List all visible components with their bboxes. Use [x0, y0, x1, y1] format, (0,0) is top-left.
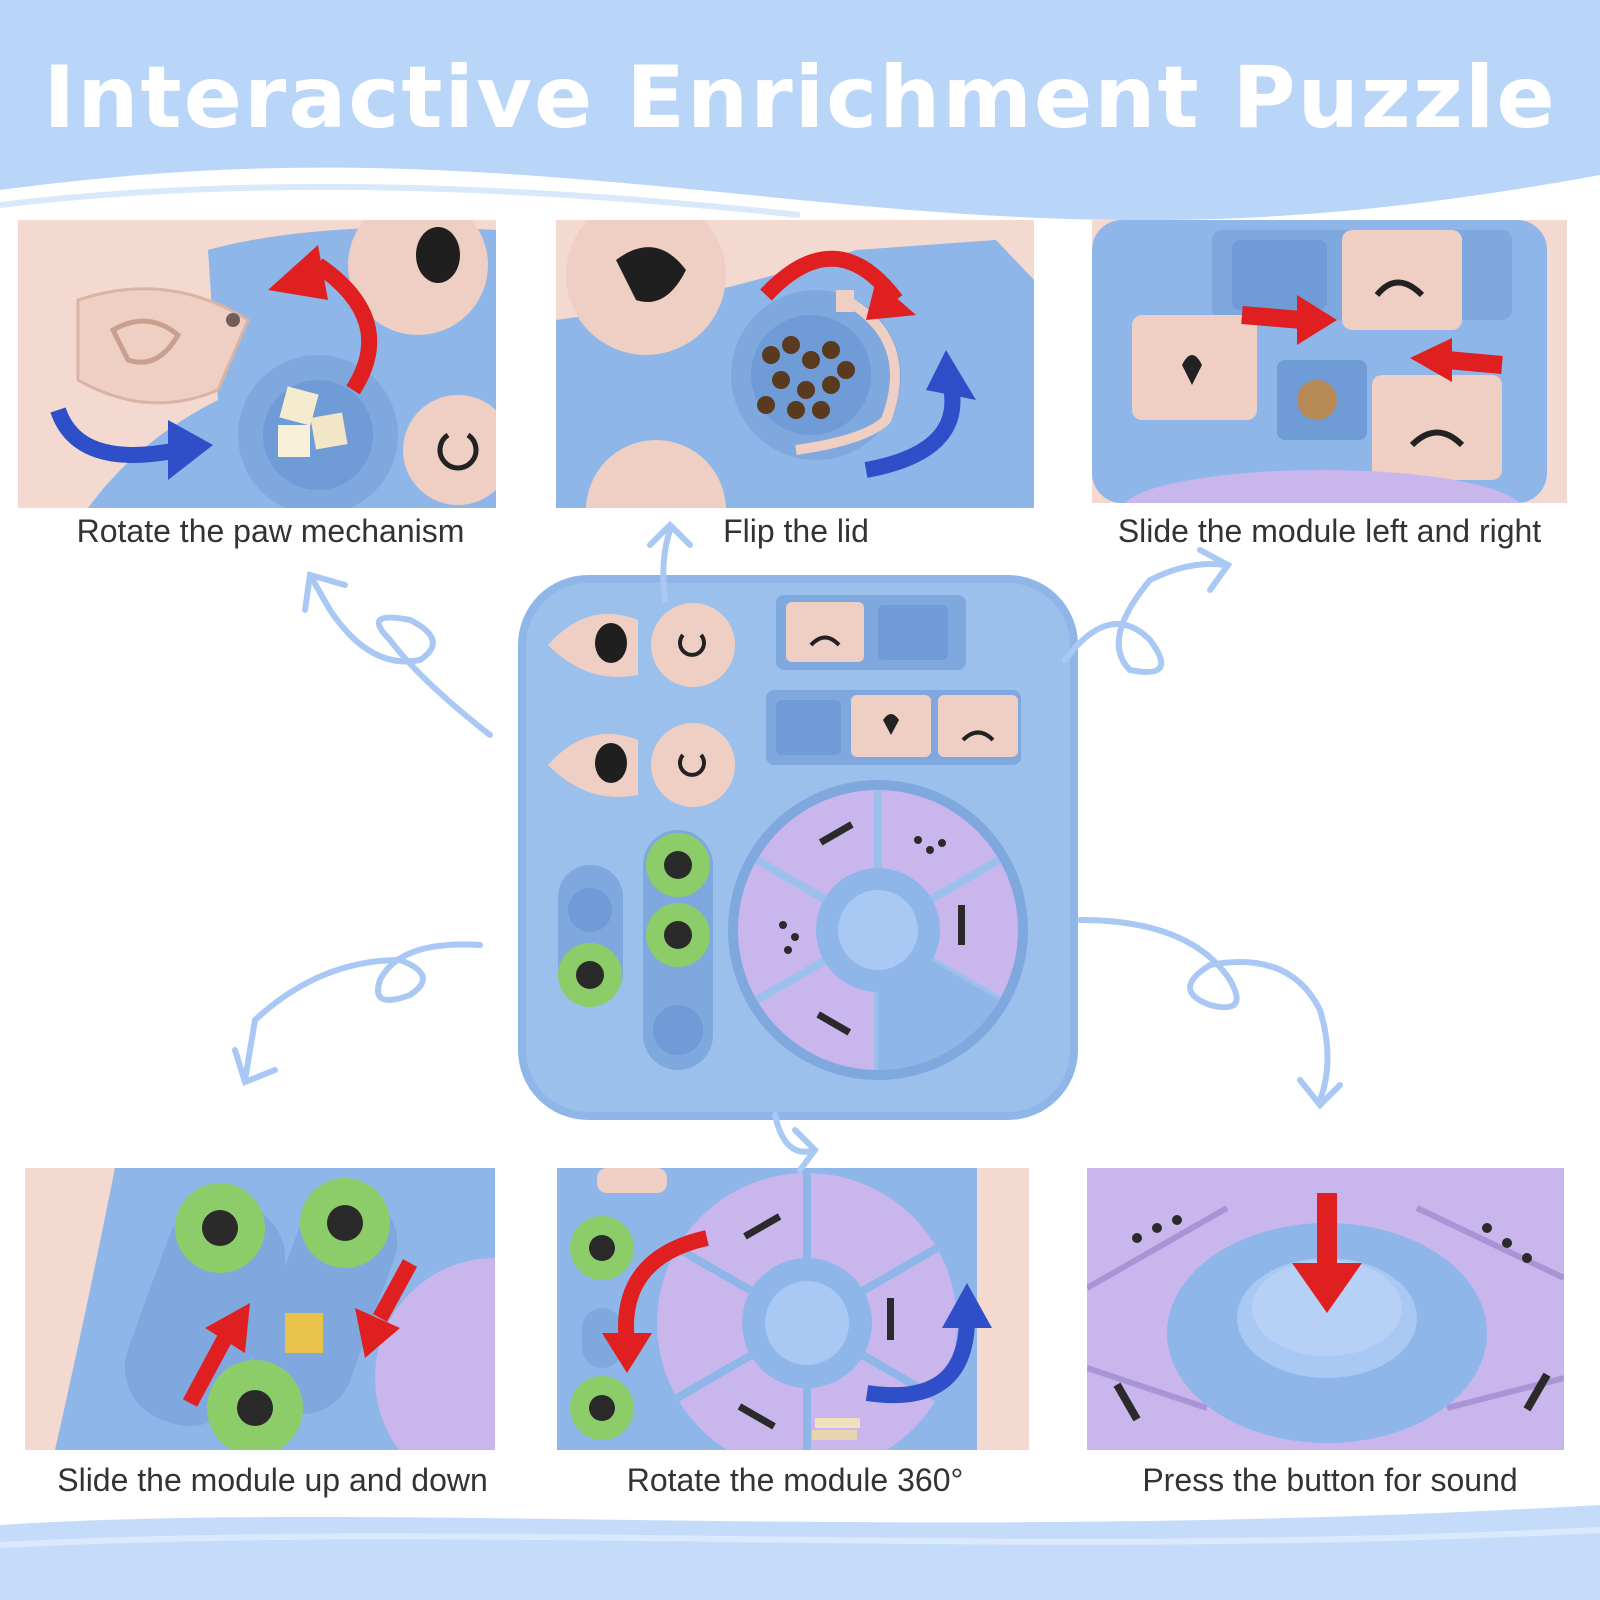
doodle-arrow-slide-lr [1062, 561, 1228, 675]
panel-rotate-360 [557, 1168, 1029, 1450]
caption-rotate-paw: Rotate the paw mechanism [76, 513, 465, 549]
flip-lid-photo [556, 220, 1034, 508]
rotate-paw-photo [18, 220, 496, 508]
paw-lid-1 [548, 603, 735, 687]
doodle-arrow-rotate-360 [772, 1112, 818, 1155]
caption-slide-up-down: Slide the module up and down [57, 1462, 488, 1498]
slide-up-down-photo [25, 1168, 495, 1450]
rotate-360-photo [557, 1168, 1029, 1450]
doodle-arrow-rotate-paw [307, 572, 493, 738]
doodle-arrow-slide-ud [242, 941, 483, 1083]
panel-press-button [1087, 1168, 1564, 1450]
caption-flip-lid: Flip the lid [723, 513, 869, 549]
press-button-photo [1087, 1168, 1564, 1450]
puzzle-board [518, 575, 1078, 1120]
panel-rotate-paw [18, 220, 496, 508]
caption-slide-left-right: Slide the module left and right [1117, 513, 1542, 549]
panel-slide-left-right [1092, 220, 1567, 503]
slide-left-right-photo [1092, 220, 1567, 503]
caption-press-button: Press the button for sound [1142, 1462, 1518, 1498]
page-title: Interactive Enrichment Puzzle [43, 48, 1557, 148]
panel-flip-lid [556, 220, 1034, 508]
doodle-arrow-press-button [1077, 917, 1331, 1103]
doodle-arrow-head [302, 571, 348, 613]
caption-rotate-360: Rotate the module 360° [626, 1462, 964, 1498]
panel-slide-up-down [25, 1168, 495, 1450]
paw-lid-2 [548, 723, 735, 807]
